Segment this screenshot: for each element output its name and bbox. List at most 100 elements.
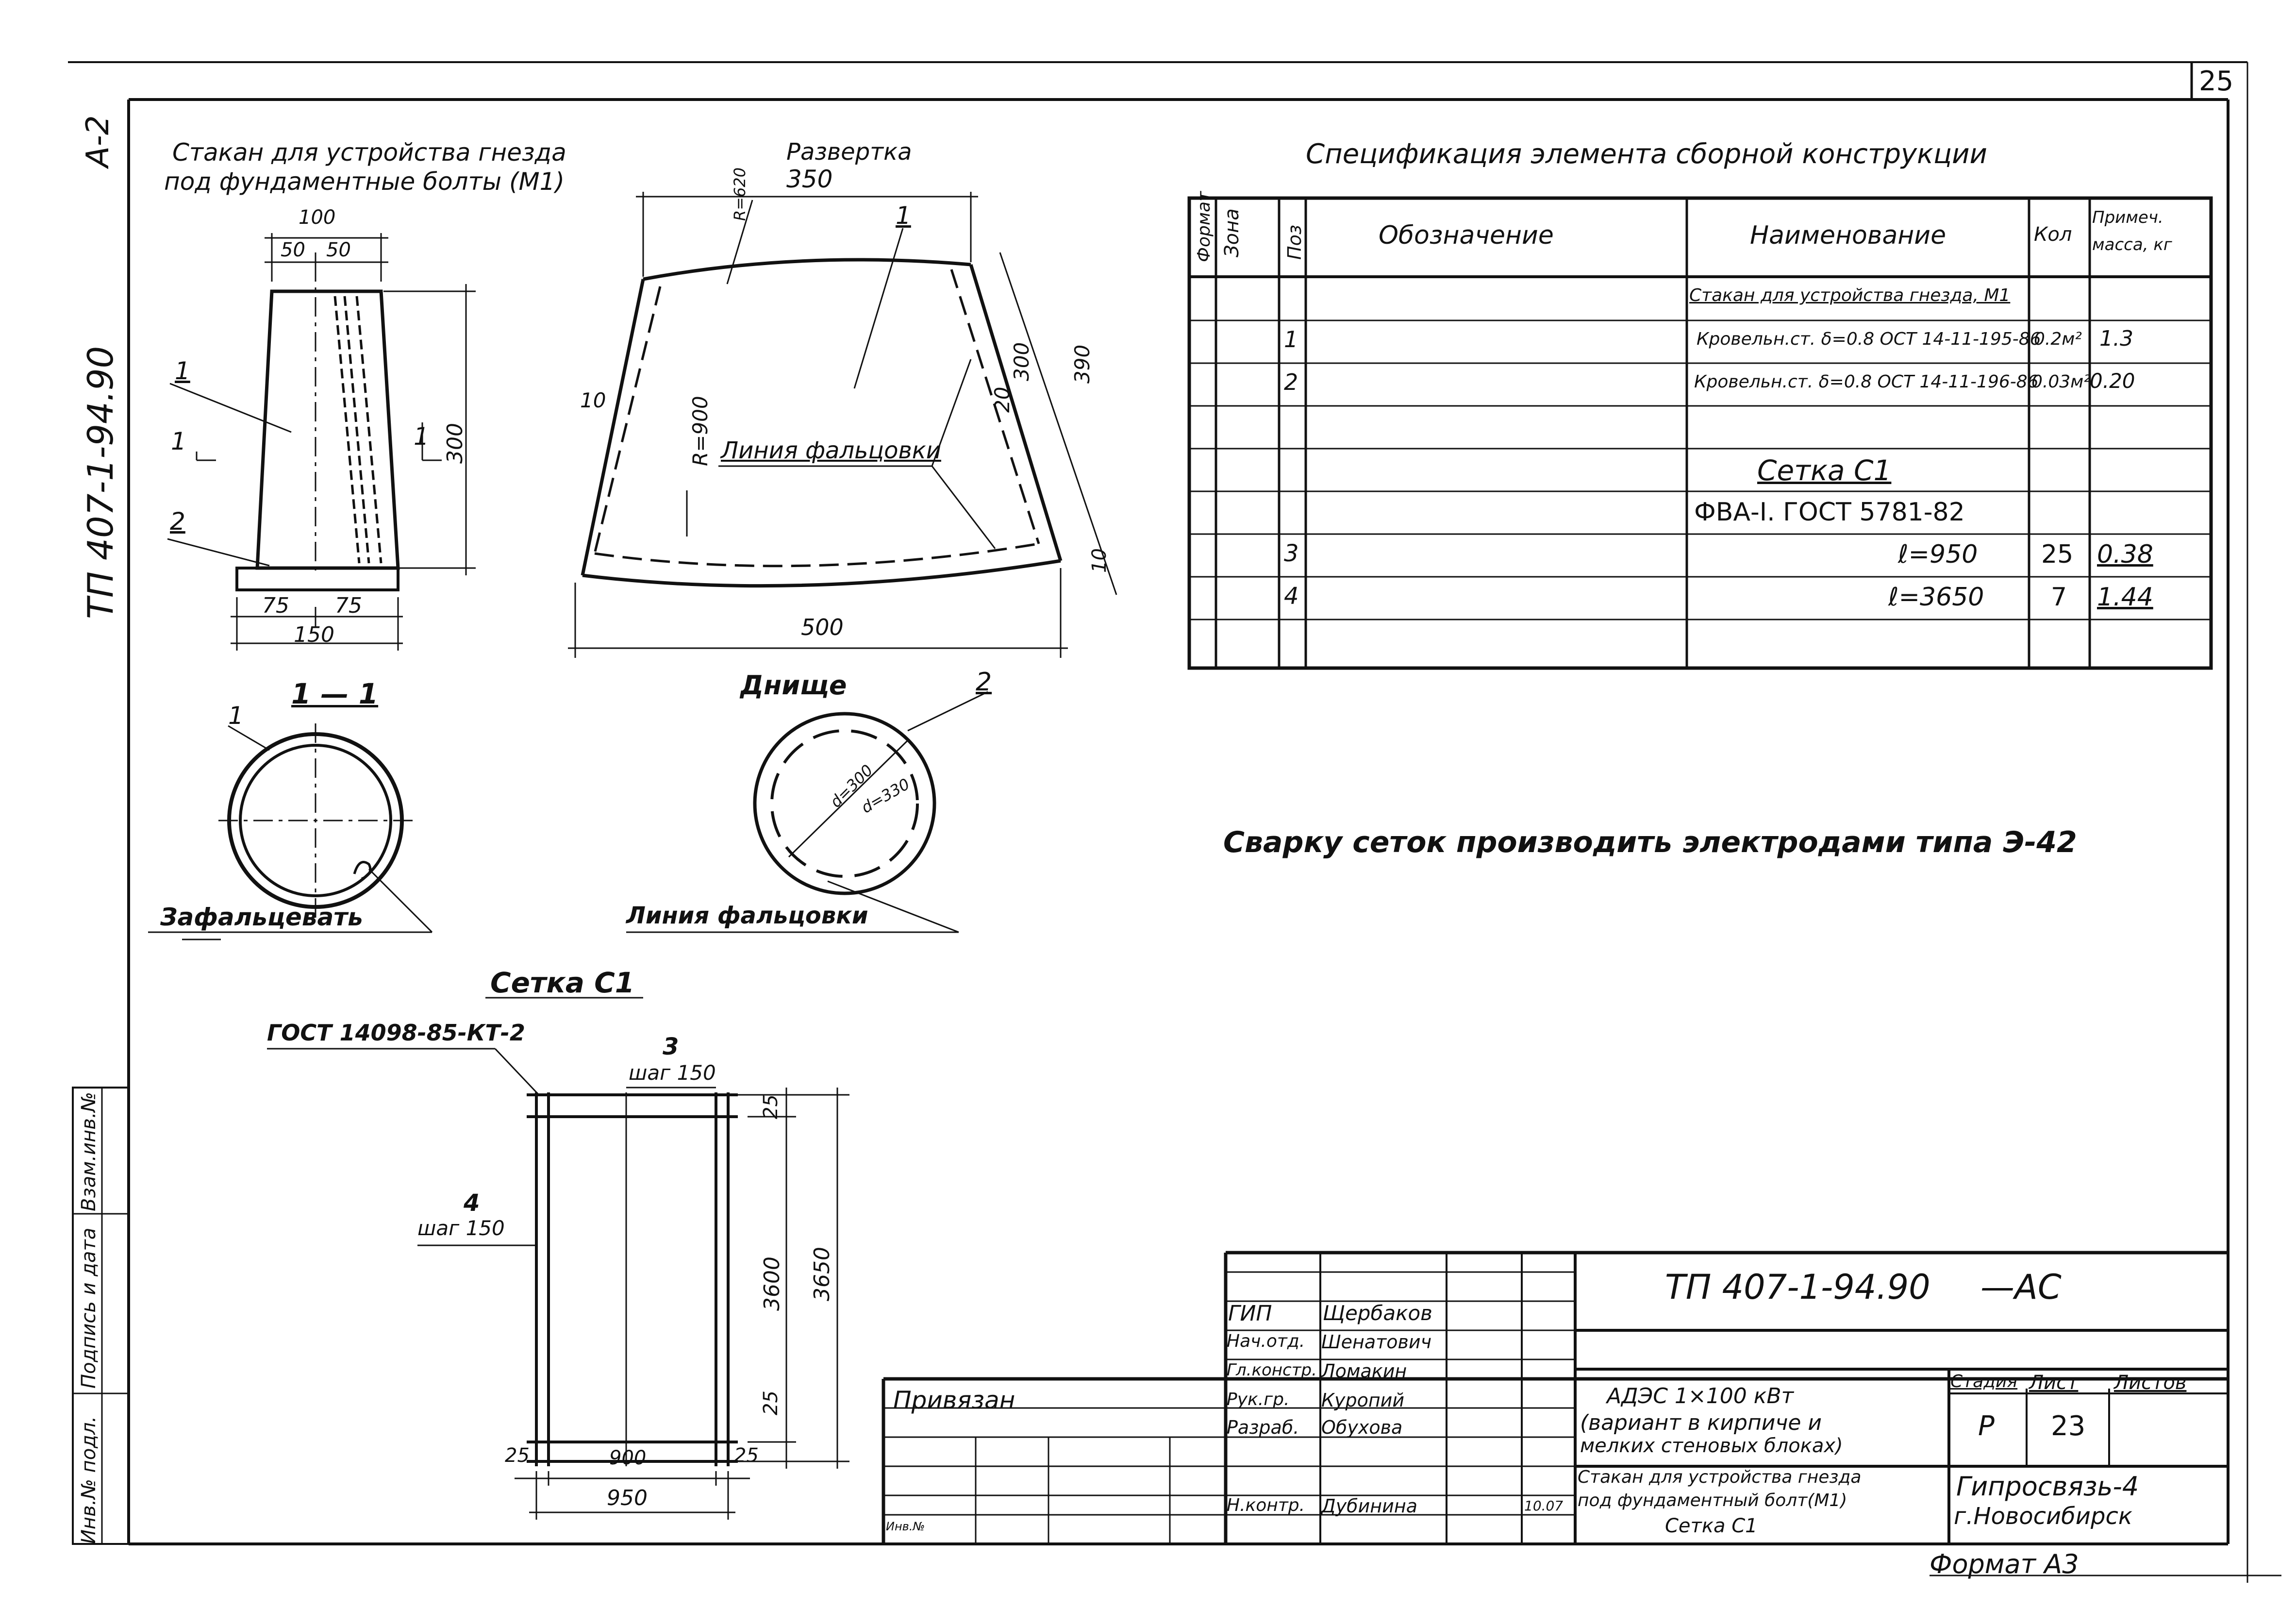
mesh-step-3: шаг 150 [629, 1061, 716, 1085]
development-dim-r900: R=900 [688, 396, 712, 466]
development-dim-r620: R=620 [731, 167, 749, 221]
cup-title-1: Стакан для устройства гнезда [172, 138, 566, 167]
side-document-number: ТП 407-1-94.90 [80, 346, 121, 619]
stamp-sheet-1: Стакан для устройства гнезда [1578, 1467, 1862, 1487]
stamp-role-4: Разраб. [1227, 1417, 1299, 1438]
stamp-stage: Р [1978, 1410, 1995, 1442]
left-strip-signature: Подпись и дата [78, 1227, 100, 1389]
mesh-dim-950: 950 [607, 1486, 648, 1510]
stamp-sheet: 23 [2051, 1410, 2086, 1442]
mesh-pos-3: 3 [663, 1033, 679, 1060]
mesh-dim-900: 900 [609, 1447, 647, 1469]
stamp-org-1: Гипросвязь-4 [1956, 1471, 2139, 1502]
section-title: 1 — 1 [291, 677, 379, 710]
spec-title: Спецификация элемента сборной конструкци… [1306, 138, 1987, 170]
spec-row-6-pos: 3 [1284, 540, 1299, 567]
mesh-dim-3600: 3600 [760, 1257, 784, 1311]
bottom-pos-2: 2 [976, 668, 992, 697]
spec-row-6-qty: 25 [2041, 540, 2074, 569]
mesh-gost: ГОСТ 14098-85-КТ-2 [267, 1020, 525, 1046]
spec-header-note: Примеч. масса, кг [2092, 208, 2172, 254]
cup-dim-100: 100 [299, 206, 336, 229]
development-dim-500: 500 [801, 614, 844, 640]
stamp-project-2: (вариант в кирпиче и [1580, 1410, 1822, 1435]
development-dim-10-left: 10 [580, 388, 606, 412]
stamp-name-1: Шенатович [1321, 1331, 1432, 1353]
spec-row-1-qty: 0.2м² [2034, 329, 2082, 349]
development-dim-10-right: 10 [1088, 548, 1111, 573]
spec-row-6-name: ℓ=950 [1898, 540, 1978, 569]
stamp-role-1: Нач.отд. [1227, 1331, 1305, 1351]
spec-row-1-name: Кровельн.ст. δ=0.8 ОСТ 14-11-195-86 [1697, 329, 2041, 349]
spec-header-name: Наименование [1750, 221, 1947, 250]
stamp-doc: ТП 407-1-94.90 [1665, 1267, 1930, 1307]
stamp-attached: Привязан [893, 1386, 1015, 1414]
mesh-dim-3650: 3650 [810, 1247, 834, 1301]
mesh-step-4: шаг 150 [417, 1216, 505, 1240]
development-dim-390: 390 [1070, 344, 1094, 384]
bottom-fold-line: Линия фальцовки [626, 902, 868, 929]
stamp-role-3: Рук.гр. [1227, 1390, 1290, 1409]
development-title: Развертка [786, 138, 912, 166]
spec-row-1-pos: 1 [1284, 326, 1298, 352]
spec-row-2-note: 0.20 [2090, 369, 2135, 393]
spec-row-2-name: Кровельн.ст. δ=0.8 ОСТ 14-11-196-86 [1694, 372, 2039, 392]
spec-row-4-name: Сетка С1 [1757, 454, 1892, 487]
welding-note: Сварку сеток производить электродами тип… [1223, 825, 2077, 859]
cup-title-2: под фундаментные болты (М1) [164, 168, 565, 196]
development-dim-300: 300 [1010, 342, 1033, 381]
spec-row-7-note: 1.44 [2097, 583, 2153, 612]
spec-header-zone: Зона [1221, 208, 1243, 257]
spec-row-7-name: ℓ=3650 [1888, 583, 1984, 612]
spec-row-1-note: 1.3 [2099, 326, 2133, 351]
cup-dim-300: 300 [443, 423, 467, 464]
spec-row-0-name: Стакан для устройства гнезда, М1 [1689, 285, 2011, 305]
spec-header-designation: Обозначение [1379, 221, 1554, 250]
spec-header-format: Формат [1194, 191, 1214, 262]
mesh-dim-25-left: 25 [505, 1444, 530, 1467]
spec-row-2-qty: 0.03м² [2031, 372, 2091, 392]
development-dim-350: 350 [786, 165, 833, 193]
stamp-name-2: Ломакин [1321, 1360, 1407, 1382]
bottom-title: Днище [740, 670, 847, 701]
development-fold-line: Линия фальцовки [721, 437, 941, 464]
stamp-sheet-3: Сетка С1 [1665, 1515, 1758, 1537]
cup-pos-1: 1 [175, 357, 190, 385]
side-code: А-2 [80, 115, 116, 168]
mesh-dim-25-top: 25 [760, 1094, 782, 1119]
cup-section-mark-right: 1 [414, 422, 429, 451]
stamp-sheet-header: Лист [2029, 1372, 2079, 1394]
stamp-name-4: Обухова [1321, 1417, 1403, 1438]
stamp-project-3: мелких стеновых блоках) [1580, 1435, 1843, 1457]
spec-row-6-note: 0.38 [2097, 540, 2153, 569]
stamp-name-6: Дубинина [1321, 1495, 1417, 1517]
stamp-name-3: Куропий [1321, 1390, 1405, 1411]
stamp-org-2: г.Новосибирск [1954, 1503, 2132, 1530]
development-dim-20: 20 [990, 386, 1014, 413]
stamp-role-6: Н.контр. [1227, 1495, 1305, 1515]
section-note-seam: Зафальцевать [160, 903, 363, 931]
stamp-sheets-header: Листов [2114, 1372, 2187, 1394]
section-pos-1: 1 [228, 702, 244, 730]
spec-header-pos: Поз [1284, 224, 1305, 260]
cup-dim-50b: 50 [326, 239, 351, 261]
spec-row-5-name: ФВА-I. ГОСТ 5781-82 [1694, 498, 1965, 527]
spec-row-7-pos: 4 [1284, 583, 1299, 610]
sheet-corner-number: 25 [2199, 66, 2234, 97]
cup-dim-75a: 75 [262, 593, 289, 618]
stamp-suffix: —АС [1980, 1267, 2062, 1307]
stamp-stage-header: Стадия [1950, 1372, 2018, 1391]
mesh-pos-4: 4 [464, 1190, 480, 1217]
spec-row-2-pos: 2 [1284, 369, 1298, 395]
mesh-dim-25-right: 25 [734, 1444, 759, 1467]
stamp-inv-label: Инв.№ [886, 1520, 925, 1533]
spec-header-qty: Кол [2034, 223, 2072, 246]
development-pos-1: 1 [896, 201, 911, 230]
format-label: Формат А3 [1930, 1549, 2079, 1579]
spec-row-7-qty: 7 [2051, 583, 2067, 612]
cup-section-mark-left: 1 [171, 427, 186, 455]
left-strip-inv: Инв.№ подл. [78, 1416, 100, 1544]
mesh-dim-25-bottom: 25 [760, 1391, 782, 1415]
stamp-role-0: ГИП [1228, 1301, 1272, 1326]
